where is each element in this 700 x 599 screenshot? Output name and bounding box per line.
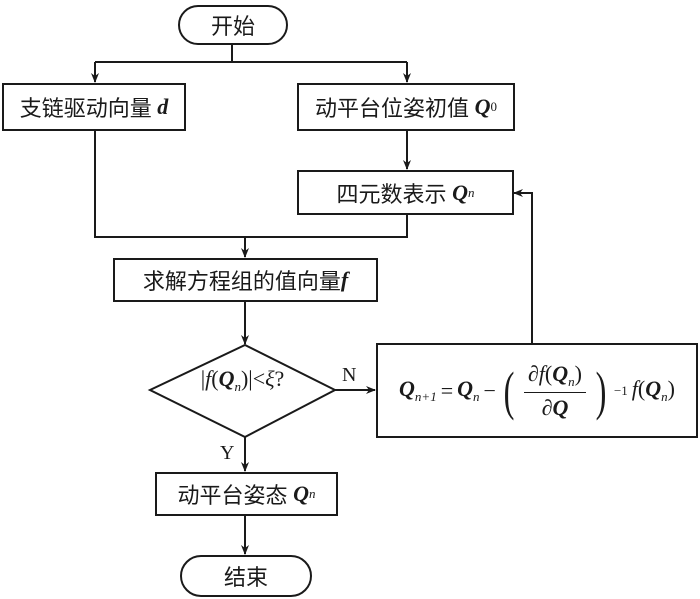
equals-sign: = xyxy=(440,377,454,403)
solve-symbol: f xyxy=(340,267,349,292)
drive-vector-symbol: d xyxy=(157,94,169,119)
numerator-func: f xyxy=(538,360,545,386)
trailing-func: f xyxy=(631,376,638,401)
edge-label-yes: Y xyxy=(220,442,235,464)
decision-threshold: ξ xyxy=(265,366,275,391)
quaternion-text: 四元数表示 xyxy=(336,181,447,207)
decision-subscript: n xyxy=(234,379,241,394)
newton-update-box: Qn+1 = Qn − ( ∂f(Qn) ∂Q )−1 f(Qn) xyxy=(376,343,698,438)
newton-update-formula: Qn+1 = Qn − ( ∂f(Qn) ∂Q )−1 f(Qn) xyxy=(399,360,675,421)
decision-symbol: Q xyxy=(218,366,235,391)
abs-open: | xyxy=(200,366,206,391)
abs-close: | xyxy=(248,366,253,391)
denominator-symbol: Q xyxy=(552,394,569,420)
lhs-symbol: Q xyxy=(399,376,415,401)
start-label: 开始 xyxy=(210,14,255,39)
solve-text: 求解方程组的值向量 xyxy=(142,269,341,294)
fraction-denominator: ∂Q xyxy=(542,393,569,421)
trailing-symbol: Q xyxy=(645,376,662,401)
paren-open: ( xyxy=(503,360,515,421)
end-terminal: 结束 xyxy=(180,555,312,597)
decision-question: ? xyxy=(274,366,285,391)
lhs-subscript: n+1 xyxy=(414,389,437,404)
rhs-symbol: Q xyxy=(457,376,474,401)
drive-vector-box: 支链驱动向量 d xyxy=(2,83,186,131)
quaternion-symbol: Q xyxy=(452,179,468,205)
partial-symbol-den: ∂ xyxy=(541,394,553,420)
edge-label-no: N xyxy=(342,364,357,386)
fraction-numerator: ∂f(Qn) xyxy=(523,360,586,393)
paren-close: ) xyxy=(595,360,607,421)
numerator-subscript: n xyxy=(568,373,575,389)
drive-vector-text: 支链驱动向量 xyxy=(19,96,152,121)
decision-condition: |f(Qn)|<ξ? xyxy=(200,366,285,394)
start-terminal: 开始 xyxy=(178,5,288,45)
rhs-subscript: n xyxy=(473,389,480,404)
result-symbol: Q xyxy=(293,481,309,506)
partial-symbol: ∂ xyxy=(527,360,539,386)
edge-feedback-loop xyxy=(513,189,533,343)
jacobian-fraction: ∂f(Qn) ∂Q xyxy=(523,360,586,421)
end-label: 结束 xyxy=(223,565,268,590)
inverse-exponent: −1 xyxy=(613,382,628,398)
minus-sign: − xyxy=(483,377,496,403)
initial-pose-text: 动平台位姿初值 xyxy=(315,96,470,121)
result-subscript: n xyxy=(308,486,316,501)
edge-drive-to-merge xyxy=(94,131,245,238)
trailing-subscript: n xyxy=(661,389,668,404)
decision-comparator: < xyxy=(252,366,266,391)
edge-quaternion-to-merge xyxy=(245,215,408,238)
quaternion-subscript: n xyxy=(467,184,475,200)
initial-pose-symbol: Q xyxy=(474,94,491,119)
decision-func: f xyxy=(205,366,212,391)
numerator-symbol: Q xyxy=(552,360,569,386)
result-text: 动平台姿态 xyxy=(177,483,288,508)
initial-pose-subscript: 0 xyxy=(490,99,497,114)
